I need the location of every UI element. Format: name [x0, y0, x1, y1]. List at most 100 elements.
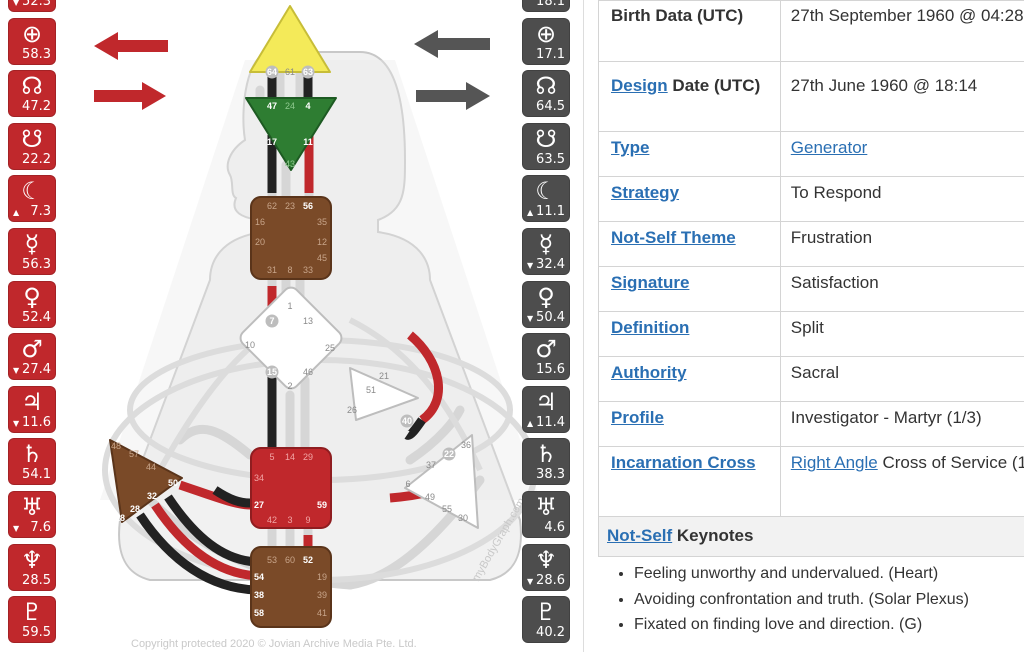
arrow-right-icon: [94, 82, 166, 110]
planet-cell-jupiter[interactable]: ♃▼11.6: [8, 385, 56, 433]
gate-20: 20: [255, 237, 265, 247]
planet-cell-earth[interactable]: ⊕17.1: [522, 17, 570, 65]
jupiter-icon: ♃: [21, 387, 43, 416]
spleen-center: [109, 439, 183, 523]
row-incarnation-cross: Incarnation Cross Right Angle Cross of S…: [598, 446, 1024, 517]
label-design-date: Design Date (UTC): [598, 61, 781, 132]
profile-link[interactable]: Profile: [611, 408, 664, 427]
planet-cell-moon[interactable]: ☾▲11.1: [522, 175, 570, 223]
mars-icon: ♂: [21, 335, 43, 364]
gate-3: 3: [287, 515, 292, 525]
planet-cell-saturn[interactable]: ♄38.3: [522, 438, 570, 486]
type-link[interactable]: Type: [611, 138, 650, 157]
value-type: Generator: [779, 131, 1024, 177]
mercury-icon: ☿: [538, 230, 554, 258]
earth-icon: ⊕: [21, 19, 43, 48]
not-self-keynotes-header: Not-Self Keynotes: [598, 517, 1024, 557]
planet-gate-line: 47.2: [22, 99, 51, 115]
planet-gate-line: 32.4: [536, 257, 565, 272]
gate-28: 28: [130, 504, 140, 514]
label-definition: Definition: [598, 311, 781, 357]
not-self-theme-link[interactable]: Not-Self Theme: [611, 228, 736, 247]
uranus-icon: ♅: [535, 493, 557, 521]
planet-gate-line: 18.1: [536, 0, 565, 9]
planet-cell-north-node[interactable]: ☊64.5: [522, 70, 570, 118]
planet-gate-line: 27.4: [22, 362, 51, 378]
planet-cell-saturn[interactable]: ♄54.1: [8, 438, 56, 486]
planet-cell-mars[interactable]: ♂15.6: [522, 333, 570, 381]
planet-gate-line: 28.6: [536, 572, 565, 588]
venus-icon: ♀: [537, 282, 555, 311]
gate-46: 46: [303, 367, 313, 377]
uranus-icon: ♅: [21, 493, 43, 521]
planet-cell-south-node[interactable]: ☋63.5: [522, 122, 570, 170]
value-signature: Satisfaction: [779, 266, 1024, 312]
planet-cell-venus[interactable]: ♀52.4: [8, 280, 56, 328]
planet-cell-pluto[interactable]: ♇40.2: [522, 596, 570, 644]
planet-cell-uranus[interactable]: ♅4.6: [522, 491, 570, 538]
pluto-icon: ♇: [535, 598, 557, 627]
arrow-right-icon: [416, 82, 490, 110]
gate-7: 7: [269, 316, 274, 326]
saturn-icon: ♄: [21, 440, 43, 469]
gate-17: 17: [267, 137, 277, 147]
generator-link[interactable]: Generator: [790, 138, 868, 157]
planet-cell-mars[interactable]: ♂▼27.4: [8, 333, 56, 381]
gate-21: 21: [379, 371, 389, 381]
gate-26: 26: [347, 405, 357, 415]
gate-47: 47: [267, 101, 277, 111]
planet-cell-south-node[interactable]: ☋22.2: [8, 122, 56, 170]
planet-cell-neptune[interactable]: ♆▼28.6: [522, 543, 570, 591]
design-link[interactable]: Design: [611, 76, 668, 95]
planet-gate-line: 63.5: [536, 151, 565, 167]
row-profile: Profile Investigator - Martyr (1/3): [598, 401, 1024, 447]
planet-gate-line: 40.2: [536, 625, 565, 641]
planet-cell-venus[interactable]: ♀▼50.4: [522, 280, 570, 328]
incarnation-cross-link[interactable]: Incarnation Cross: [611, 453, 756, 472]
row-strategy: Strategy To Respond: [598, 176, 1024, 222]
gate-38: 38: [254, 590, 264, 600]
planet-gate-line: 64.5: [536, 99, 565, 115]
definition-link[interactable]: Definition: [611, 318, 690, 337]
planet-cell-pluto[interactable]: ♇59.5: [8, 596, 56, 644]
planet-gate-line: 15.6: [536, 362, 565, 378]
strategy-link[interactable]: Strategy: [611, 183, 680, 202]
gate-54: 54: [254, 572, 264, 582]
throat-center: [250, 196, 332, 280]
planet-cell-uranus[interactable]: ♅▼7.6: [8, 491, 56, 538]
copyright-notice: Copyright protected 2020 © Jovian Archiv…: [131, 638, 417, 650]
planet-cell-jupiter[interactable]: ♃▲11.4: [522, 385, 570, 433]
planet-cell-sun[interactable]: 18.1: [522, 0, 570, 12]
signature-link[interactable]: Signature: [611, 273, 690, 292]
planet-cell-earth[interactable]: ⊕58.3: [8, 17, 56, 65]
right-angle-link[interactable]: Right Angle: [790, 453, 878, 472]
row-not-self-theme: Not-Self Theme Frustration: [598, 221, 1024, 267]
gate-59: 59: [317, 500, 327, 510]
planet-cell-mercury[interactable]: ☿▼32.4: [522, 228, 570, 275]
not-self-link[interactable]: Not-Self: [607, 526, 673, 545]
gate-51: 51: [366, 385, 376, 395]
gate-15: 15: [267, 367, 277, 377]
planet-cell-sun[interactable]: ▼52.3: [8, 0, 56, 12]
planet-cell-neptune[interactable]: ♆28.5: [8, 543, 56, 591]
authority-link[interactable]: Authority: [611, 363, 687, 382]
direction-arrow-icon: ▲: [527, 418, 534, 428]
gate-6: 6: [405, 479, 410, 489]
planet-cell-mercury[interactable]: ☿56.3: [8, 228, 56, 275]
chart-properties-panel: Birth Data (UTC) 27th September 1960 @ 0…: [598, 0, 1024, 652]
neptune-icon: ♆: [21, 545, 43, 574]
planet-cell-moon[interactable]: ☾▲7.3: [8, 175, 56, 223]
keynote-item: Fixated on finding love and direction. (…: [634, 616, 1024, 642]
direction-arrow-icon: ▼: [527, 576, 534, 586]
gate-9: 9: [305, 515, 310, 525]
arrow-left-icon: [94, 32, 168, 60]
keynote-item: Avoiding confrontation and truth. (Solar…: [634, 591, 1024, 617]
heart-center: [349, 367, 419, 421]
planet-cell-north-node[interactable]: ☊47.2: [8, 70, 56, 118]
gate-35: 35: [317, 217, 327, 227]
gate-32: 32: [147, 491, 157, 501]
direction-arrow-icon: ▲: [13, 208, 20, 218]
direction-arrow-icon: ▼: [13, 524, 20, 533]
gate-18: 18: [115, 513, 125, 523]
saturn-icon: ♄: [535, 440, 557, 469]
